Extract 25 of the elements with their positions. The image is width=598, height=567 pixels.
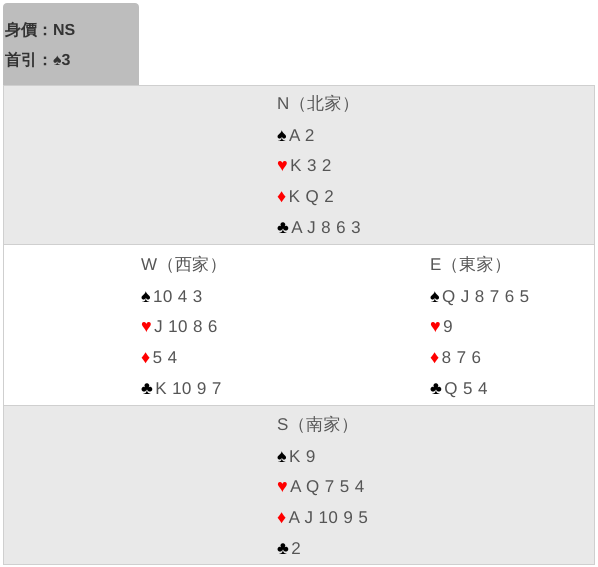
- suit-holding: ♠Q J 8 7 6 5: [430, 284, 530, 308]
- suit-holding: ♦5 4: [141, 346, 178, 370]
- seat-label: N（北家）: [277, 93, 360, 115]
- seat-label: W（西家）: [141, 254, 228, 276]
- seat-label: E（東家）: [430, 254, 512, 276]
- suit-holding: ♥9: [430, 315, 453, 338]
- suit-holding: ♦A J 10 9 5: [277, 506, 368, 530]
- suit-holding: ♣A J 8 6 3: [277, 216, 361, 239]
- hand-row: [4, 405, 594, 564]
- suit-holding: ♠A 2: [277, 124, 315, 147]
- suit-holding: ♥A Q 7 5 4: [277, 475, 365, 498]
- vulnerability-text: 身價：NS: [5, 21, 76, 41]
- suit-holding: ♣2: [277, 536, 302, 560]
- suit-holding: ♦K Q 2: [277, 185, 334, 208]
- info-tab: [3, 3, 139, 85]
- suit-holding: ♣Q 5 4: [430, 376, 488, 400]
- suit-holding: ♠10 4 3: [141, 284, 203, 308]
- opening-lead-text: 首引：♠3: [5, 51, 70, 71]
- seat-label: S（南家）: [277, 414, 358, 436]
- suit-holding: ♦8 7 6: [430, 346, 482, 370]
- suit-holding: ♥K 3 2: [277, 154, 332, 178]
- suit-holding: ♣K 10 9 7: [141, 376, 222, 400]
- suit-holding: ♠K 9: [277, 444, 316, 468]
- suit-holding: ♥J 10 8 6: [141, 315, 218, 338]
- hand-row: [4, 86, 594, 245]
